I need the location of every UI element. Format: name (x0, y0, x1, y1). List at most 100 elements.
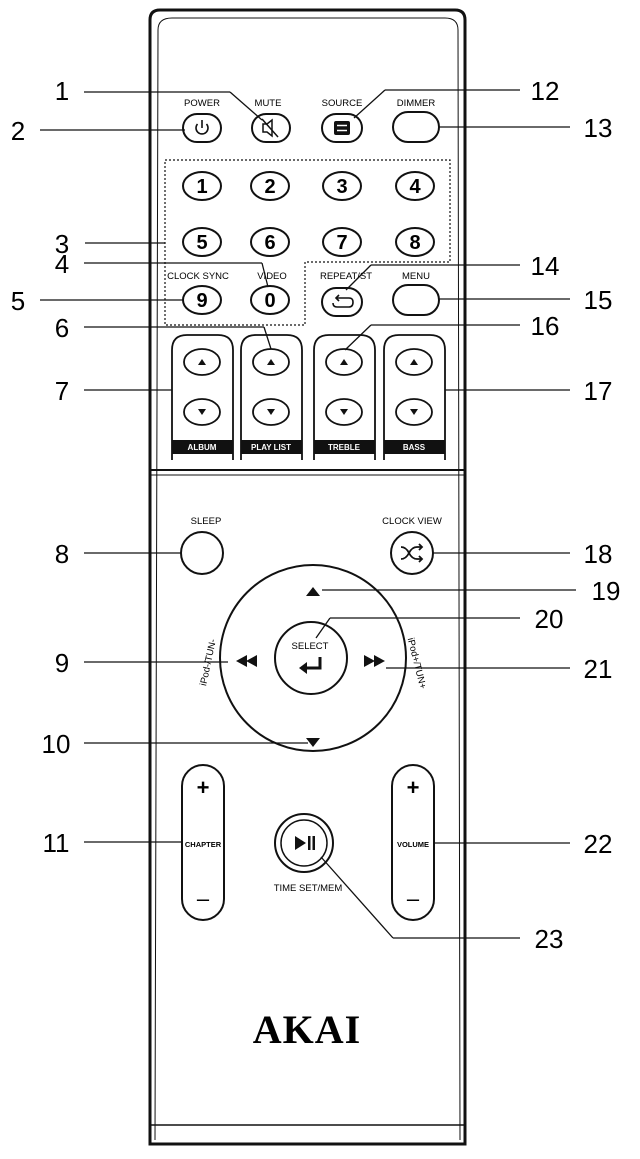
callout-18: 18 (584, 539, 613, 569)
brand-logo: AKAI (253, 1007, 361, 1052)
digit-button-5[interactable]: 5 (182, 227, 222, 257)
triangle-down-icon (198, 409, 206, 415)
callout-21: 21 (584, 654, 613, 684)
callout-9: 9 (55, 648, 69, 678)
repeat-icon (332, 294, 354, 308)
volume-plus[interactable]: + (407, 775, 420, 800)
source-icon (334, 121, 350, 135)
enter-arrow-icon (299, 657, 322, 674)
play-list-label: PLAY LIST (251, 443, 291, 452)
callout-22: 22 (584, 829, 613, 859)
callout-20: 20 (535, 604, 564, 634)
callout-23: 23 (535, 924, 564, 954)
speaker-mute-icon (261, 118, 279, 138)
dimmer-button[interactable] (392, 111, 440, 143)
menu-label: MENU (402, 271, 430, 282)
callout-11: 11 (43, 828, 70, 858)
callout-4: 4 (55, 249, 69, 279)
digit-button-9[interactable]: 9 (182, 285, 222, 315)
triangle-up-icon (198, 359, 206, 365)
digit-button-4[interactable]: 4 (395, 171, 435, 201)
triangle-down-icon (410, 409, 418, 415)
clock-view-button[interactable] (390, 531, 434, 575)
digit-button-0[interactable]: 0 (250, 285, 290, 315)
bass-down-button[interactable] (395, 398, 433, 426)
treble-up-button[interactable] (325, 348, 363, 376)
callout-numbers: 1 2 3 4 5 6 7 8 9 10 11 12 13 14 15 16 1… (11, 76, 621, 954)
source-button[interactable] (321, 113, 363, 143)
menu-button[interactable] (392, 284, 440, 316)
sleep-label: SLEEP (191, 516, 222, 527)
callout-17: 17 (584, 376, 613, 406)
select-button[interactable]: SELECT (274, 621, 348, 695)
play-list-rocker: PLAY LIST (240, 334, 303, 460)
fast-forward-icon[interactable] (364, 655, 385, 667)
power-icon (195, 120, 209, 135)
play-list-up-button[interactable] (252, 348, 290, 376)
play-pause-icon (295, 836, 315, 850)
mute-label: MUTE (255, 98, 282, 109)
select-label: SELECT (292, 641, 329, 652)
album-down-button[interactable] (183, 398, 221, 426)
digit-button-7[interactable]: 7 (322, 227, 362, 257)
dimmer-label: DIMMER (397, 98, 436, 109)
video-label: VIDEO (257, 271, 287, 282)
power-label: POWER (184, 98, 220, 109)
triangle-down-icon (340, 409, 348, 415)
callout-13: 13 (584, 113, 613, 143)
play-list-down-button[interactable] (252, 398, 290, 426)
callout-3: 3 (55, 229, 69, 259)
chapter-rocker: + CHAPTER – (181, 764, 225, 921)
volume-label: VOLUME (397, 840, 429, 849)
album-up-button[interactable] (183, 348, 221, 376)
bass-label: BASS (403, 443, 426, 452)
digit-4-text: 4 (409, 176, 421, 198)
callout-5: 5 (11, 286, 25, 316)
digit-5-text: 5 (196, 232, 207, 254)
triangle-down-icon (267, 409, 275, 415)
volume-minus[interactable]: – (407, 886, 420, 911)
triangle-up-icon (267, 359, 275, 365)
digit-7-text: 7 (336, 232, 347, 254)
digit-1-text: 1 (196, 176, 207, 198)
treble-rocker: TREBLE (313, 334, 376, 460)
digit-0-text: 0 (264, 290, 275, 312)
callout-12: 12 (531, 76, 560, 106)
volume-rocker: + VOLUME – (391, 764, 435, 921)
play-pause-button[interactable] (274, 813, 334, 873)
chapter-minus[interactable]: – (197, 886, 210, 911)
digit-button-6[interactable]: 6 (250, 227, 290, 257)
repeat-button[interactable] (321, 287, 363, 317)
digit-button-1[interactable]: 1 (182, 171, 222, 201)
mute-button[interactable] (251, 113, 291, 143)
time-set-mem-label: TIME SET/MEM (274, 883, 343, 894)
digit-button-2[interactable]: 2 (250, 171, 290, 201)
callout-2: 2 (11, 116, 25, 146)
nav-down-icon[interactable] (306, 738, 320, 747)
nav-up-icon[interactable] (306, 587, 320, 596)
digit-3-text: 3 (336, 176, 347, 198)
repeat-st-label: REPEAT/ST (320, 271, 372, 282)
triangle-up-icon (410, 359, 418, 365)
sleep-button[interactable] (180, 531, 224, 575)
callout-19: 19 (592, 576, 621, 606)
leader-lines (40, 89, 576, 939)
treble-label: TREBLE (328, 443, 361, 452)
digit-button-3[interactable]: 3 (322, 171, 362, 201)
bass-up-button[interactable] (395, 348, 433, 376)
digit-9-text: 9 (196, 290, 207, 312)
rewind-icon[interactable] (236, 655, 257, 667)
callout-16: 16 (531, 311, 560, 341)
source-label: SOURCE (322, 98, 363, 109)
digit-6-text: 6 (264, 232, 275, 254)
clock-sync-label: CLOCK SYNC (167, 271, 229, 282)
digit-button-8[interactable]: 8 (395, 227, 435, 257)
digit-8-text: 8 (409, 232, 420, 254)
album-rocker: ALBUM (171, 334, 234, 460)
chapter-plus[interactable]: + (197, 775, 210, 800)
chapter-label: CHAPTER (185, 840, 222, 849)
callout-6: 6 (55, 313, 69, 343)
power-button[interactable] (182, 113, 222, 143)
treble-down-button[interactable] (325, 398, 363, 426)
